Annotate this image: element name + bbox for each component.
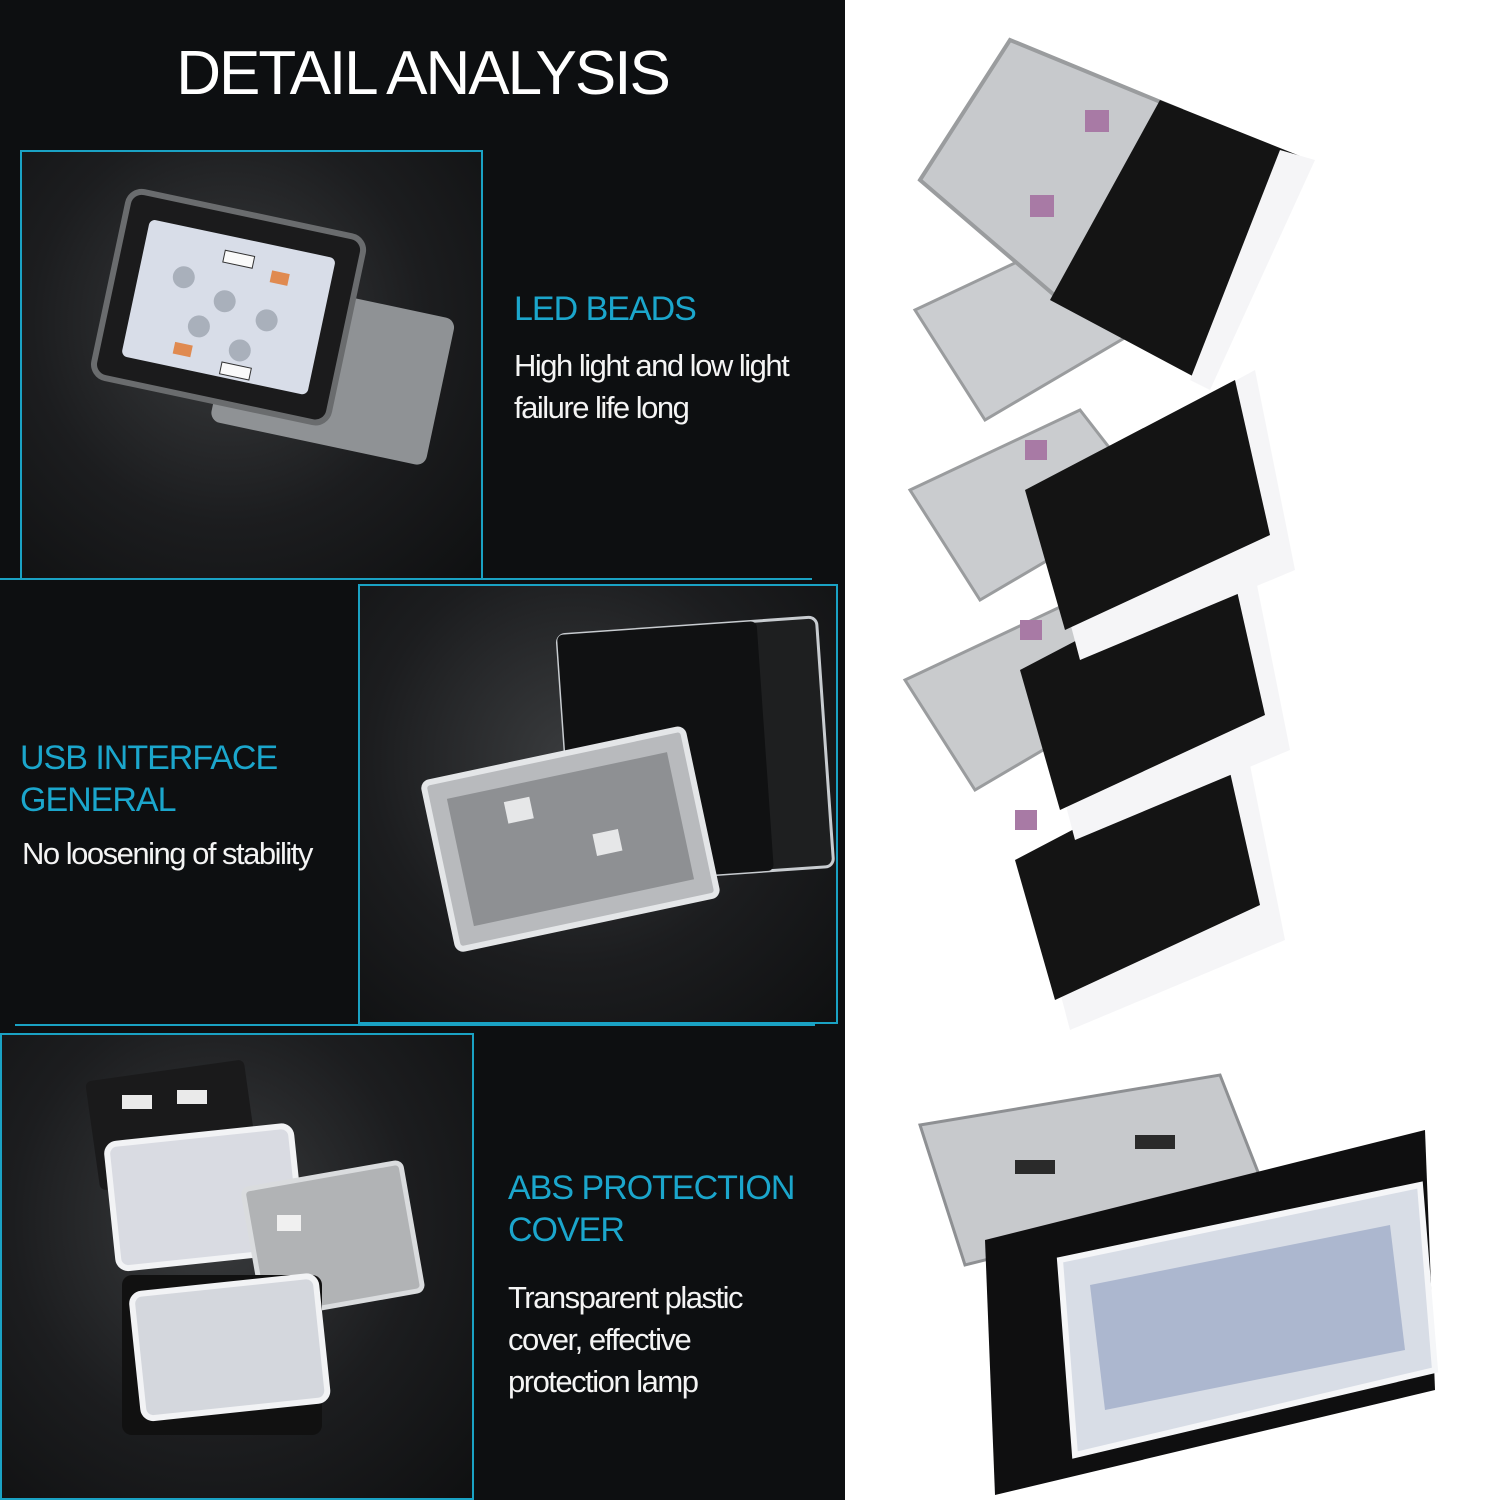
section-divider-2 <box>15 1024 815 1026</box>
usb-plug-photo <box>358 584 838 1024</box>
single-usb-light-front-photo <box>918 1073 1439 1495</box>
panel-title: DETAIL ANALYSIS <box>176 39 671 108</box>
product-photos-panel <box>845 0 1500 1500</box>
two-lights-with-clear-cover-photo <box>0 1033 474 1500</box>
abs-cover-heading: ABS PROTECTION COVER <box>508 1169 795 1249</box>
usb-interface-description: No loosening of stability <box>22 836 313 871</box>
section-divider <box>0 578 812 580</box>
led-beads-heading: LED BEADS <box>514 290 697 328</box>
led-beads-description: High light and low light failure life lo… <box>514 348 790 425</box>
led-board-closeup-photo <box>20 150 483 580</box>
stack-of-four-usb-lights-photo <box>902 37 1315 1030</box>
detail-analysis-panel: DETAIL ANALYSIS LED BEADS High light and… <box>0 0 845 1500</box>
usb-interface-heading: USB INTERFACE GENERAL <box>20 739 278 819</box>
abs-cover-description: Transparent plastic cover, effective pro… <box>508 1280 743 1399</box>
